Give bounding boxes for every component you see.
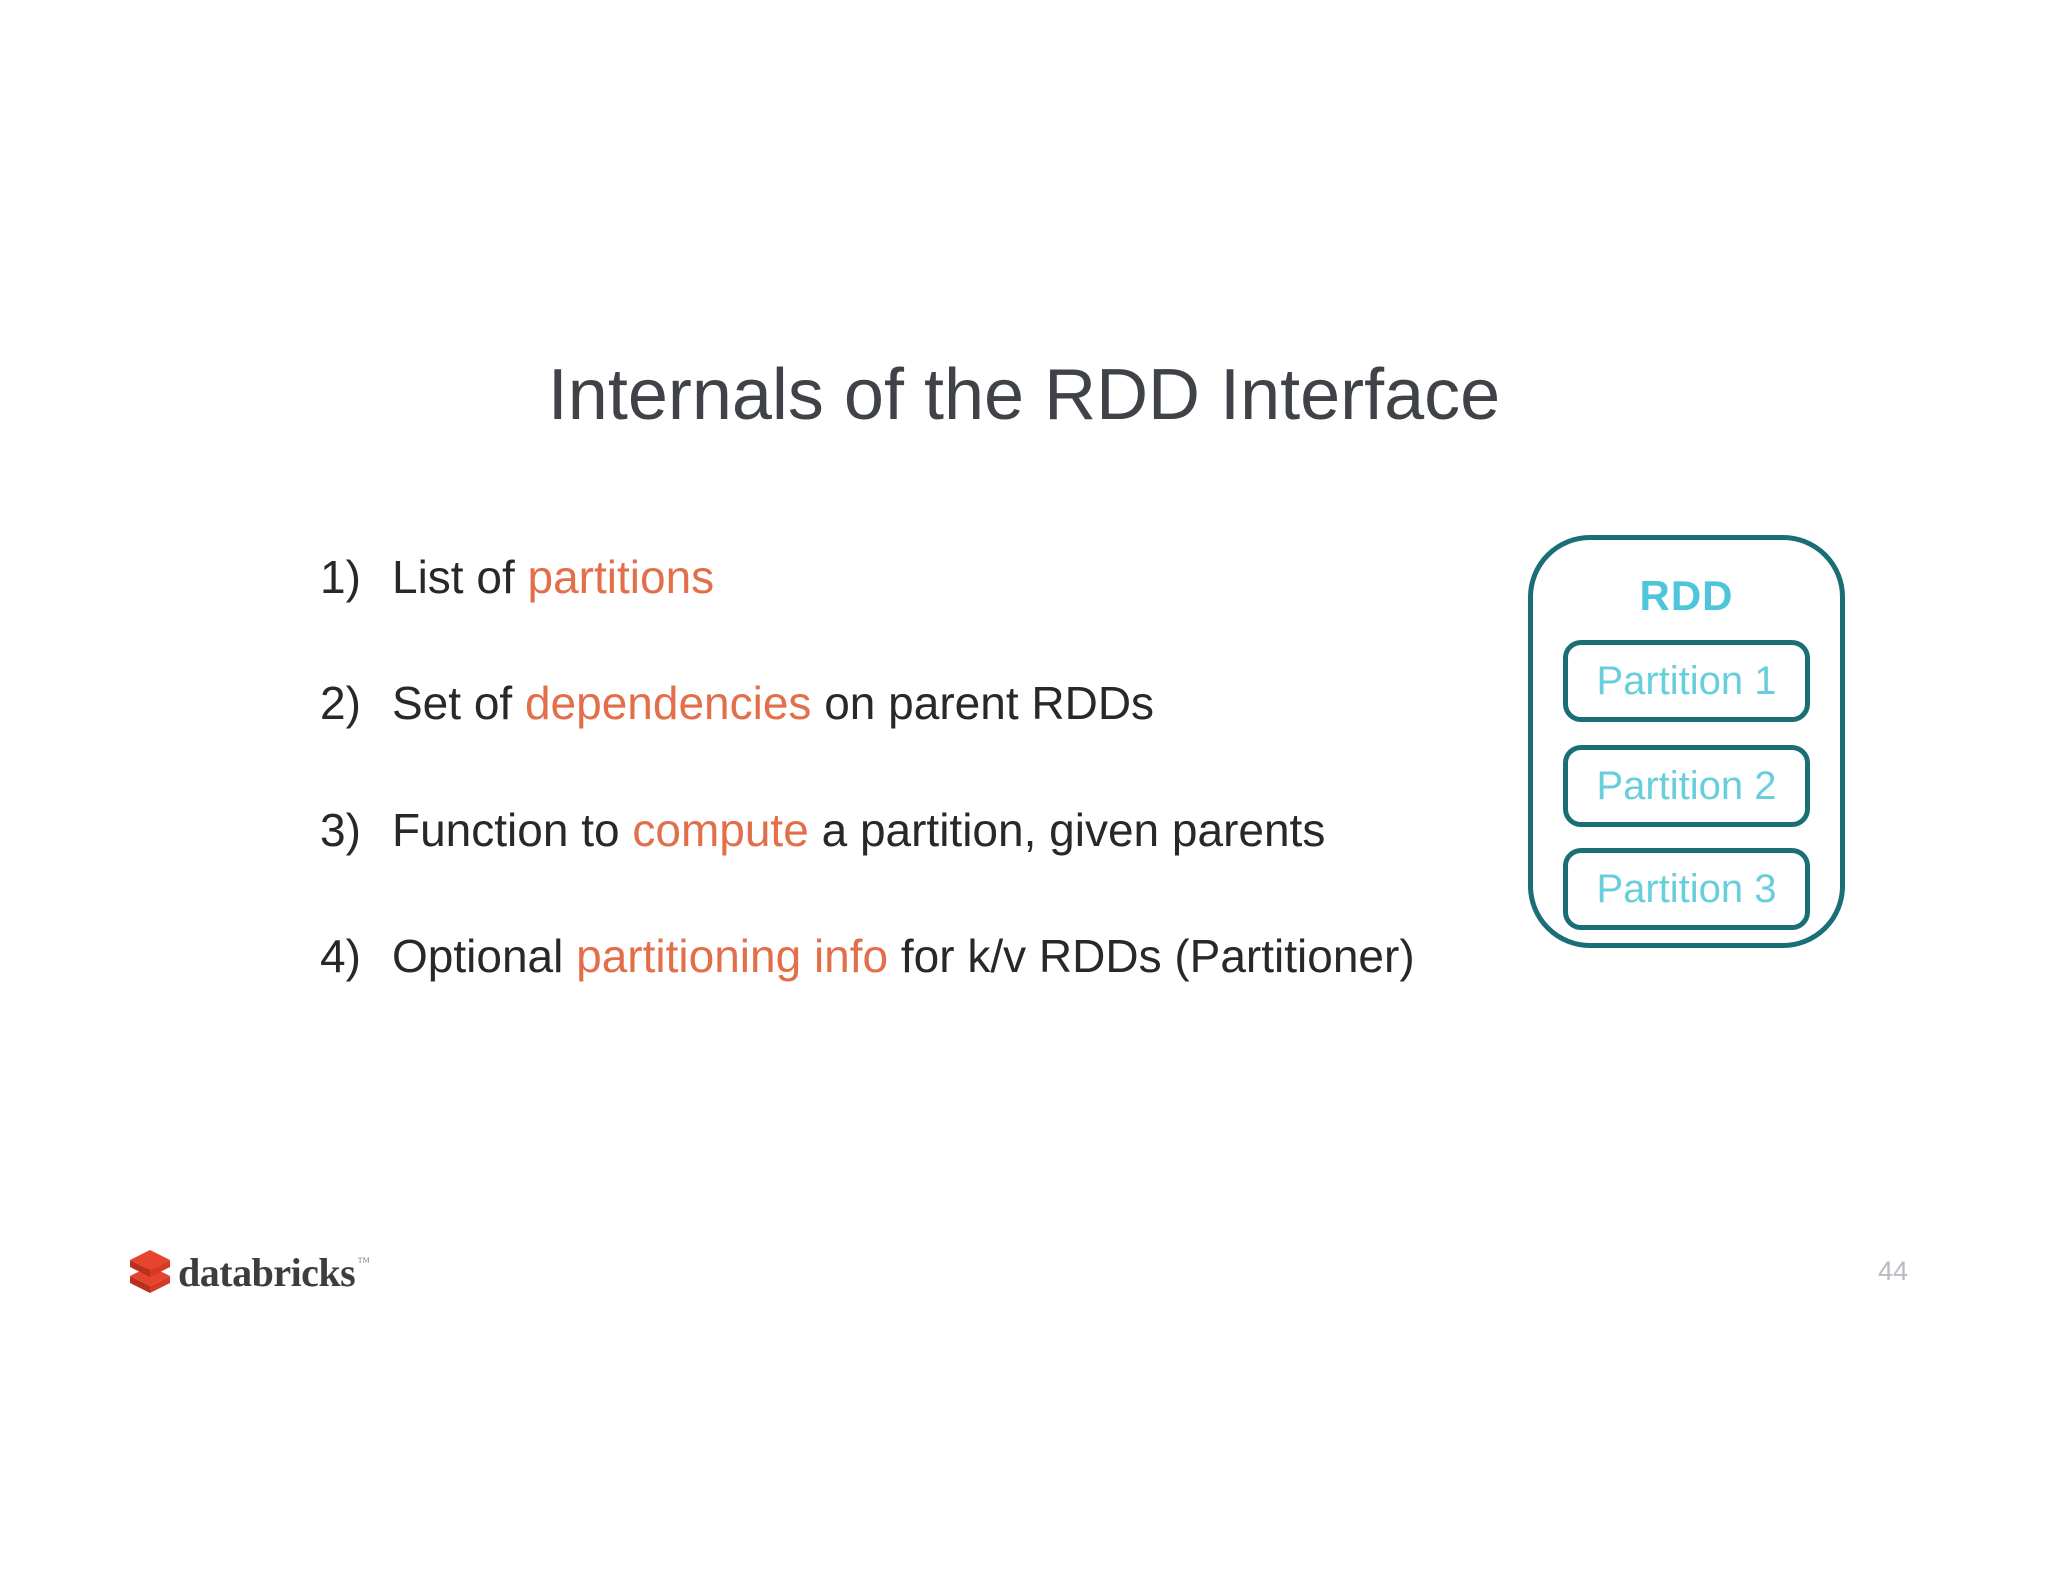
list-item-1-number: 1) bbox=[320, 551, 361, 603]
list-item-2-highlight: dependencies bbox=[524, 677, 812, 729]
list-item-3-text-post: a partition, given parents bbox=[808, 804, 1326, 856]
page-number: 44 bbox=[1878, 1256, 1909, 1286]
list-item-4-number: 4) bbox=[320, 930, 361, 982]
rdd-diagram-label: RDD bbox=[1639, 572, 1734, 619]
list-item-2-text-pre: Set of bbox=[392, 677, 525, 729]
partition-3-box: Partition 3 bbox=[1563, 848, 1810, 930]
list-item-3-number: 3) bbox=[320, 804, 361, 856]
list-item-1-text-pre: List of bbox=[392, 551, 528, 603]
list-item-1-highlight: partitions bbox=[527, 551, 715, 603]
list-item-2: 2) Set of dependencies on parent RDDs bbox=[320, 675, 1620, 731]
databricks-logo: databricks ™ bbox=[126, 1248, 370, 1298]
partition-2-box: Partition 2 bbox=[1563, 745, 1810, 827]
list-item-4-highlight: partitioning info bbox=[576, 930, 889, 982]
list-item-2-text-post: on parent RDDs bbox=[811, 677, 1155, 729]
databricks-bricks-icon bbox=[130, 1250, 170, 1293]
list-item-4-text-pre: Optional bbox=[392, 930, 577, 982]
list-item-3-text-pre: Function to bbox=[392, 804, 633, 856]
trademark-symbol: ™ bbox=[357, 1254, 370, 1269]
rdd-diagram: RDD Partition 1 Partition 2 Partition 3 bbox=[1528, 535, 1845, 948]
list-item-2-number: 2) bbox=[320, 677, 361, 729]
list-item-3-highlight: compute bbox=[632, 804, 809, 856]
list-item-3: 3) Function to compute a partition, given… bbox=[320, 802, 1620, 858]
list-item-1: 1) List of partitions bbox=[320, 549, 1620, 605]
databricks-wordmark: databricks bbox=[178, 1250, 356, 1295]
partition-1-box: Partition 1 bbox=[1563, 640, 1810, 722]
list-item-4: 4) Optional partitioning info for k/v RDD… bbox=[320, 928, 1620, 984]
list-item-4-text-post: for k/v RDDs (Partitioner) bbox=[888, 930, 1415, 982]
slide-title: Internals of the RDD Interface bbox=[547, 355, 1501, 435]
